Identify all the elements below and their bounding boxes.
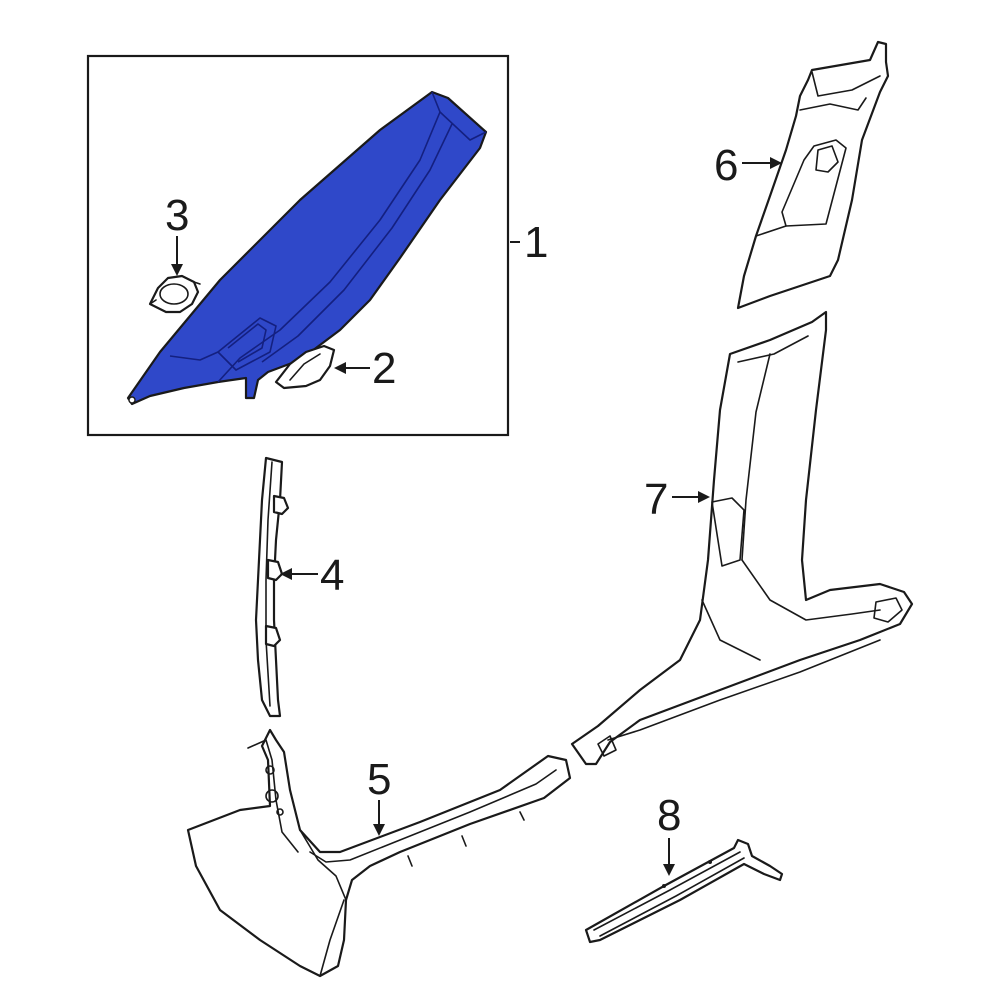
assembly-frame xyxy=(86,54,510,437)
callout-number-1: 1 xyxy=(524,218,548,267)
callout-3: 3 xyxy=(165,191,189,276)
a-pillar-trim[interactable] xyxy=(126,90,488,406)
callout-number-7: 7 xyxy=(644,475,668,524)
callout-number-8: 8 xyxy=(657,791,681,840)
bracket[interactable] xyxy=(584,838,784,944)
callout-number-4: 4 xyxy=(320,551,344,600)
callout-6: 6 xyxy=(714,141,782,190)
callout-1: 1 xyxy=(510,218,548,267)
center-pillar-upper[interactable] xyxy=(736,40,890,310)
callout-2: 2 xyxy=(334,344,396,393)
callout-number-2: 2 xyxy=(372,344,396,393)
callout-5: 5 xyxy=(367,755,391,836)
center-pillar-lower[interactable] xyxy=(570,310,914,766)
clip[interactable] xyxy=(148,274,201,314)
cover[interactable] xyxy=(274,344,336,390)
callout-4: 4 xyxy=(280,551,344,600)
callout-7: 7 xyxy=(644,475,710,524)
callout-number-3: 3 xyxy=(165,191,189,240)
callout-8: 8 xyxy=(657,791,681,876)
callout-number-5: 5 xyxy=(367,755,391,804)
callout-number-6: 6 xyxy=(714,141,738,190)
weatherstrip[interactable] xyxy=(254,456,290,718)
scuff-plate[interactable] xyxy=(186,728,572,978)
